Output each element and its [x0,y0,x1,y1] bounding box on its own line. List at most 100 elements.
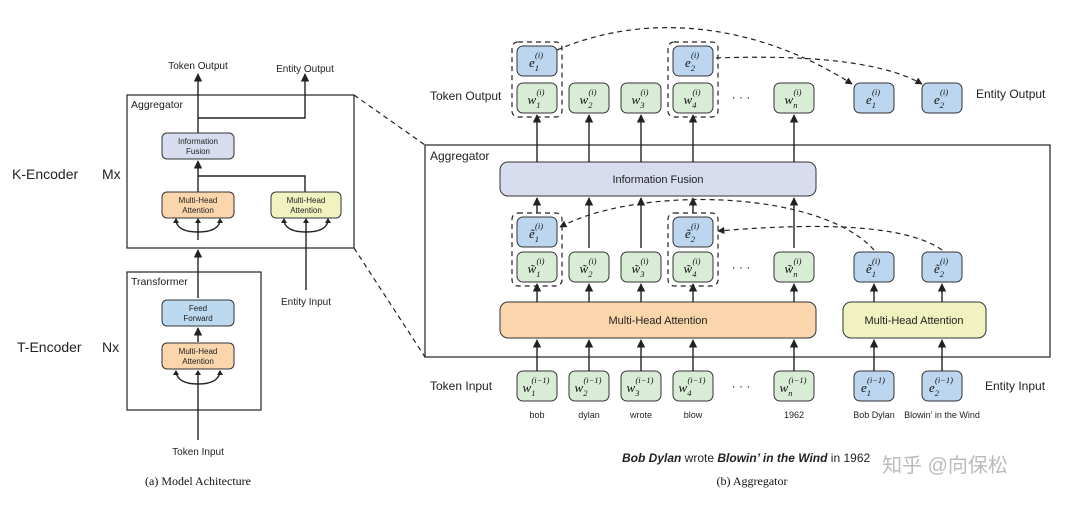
feed-forward-line1: Feed [189,304,207,313]
output-aligned-entity-node-superscript: (i) [691,50,699,60]
input-entity-node: e1(i−1) [853,370,895,402]
mid-entity-node: ẽ2(i) [921,251,963,283]
output-token-node: w2(i) [568,82,610,114]
input-entity-node-subscript: 2 [935,388,940,398]
entity-mha-label: Multi-Head Attention [864,315,963,327]
mid-ellipsis: · · · [732,260,751,274]
input-token-node-superscript: (i−1) [788,375,806,385]
output-entity-node-symbol: e [934,92,940,107]
input-token-node-symbol: w [575,380,584,395]
right-entity-output-label: Entity Output [976,87,1046,101]
mid-token-node: w̃2(i) [568,251,610,283]
sentence-text-2: in 1962 [827,451,870,465]
left-token-mha-line1: Multi-Head [179,196,218,205]
caption-a: (a) Model Achitecture [145,474,251,488]
left-token-output-label: Token Output [168,61,228,72]
mid-token-node-label: w̃n(i) [785,256,802,279]
k-encoder-repeat-label: Mx [102,166,121,182]
input-token-node: wn(i−1) [773,370,815,402]
right-token-input-label: Token Input [430,379,493,393]
output-token-node-superscript: (i) [793,87,801,97]
right-aggregator-frame [424,144,1051,358]
input-token-node-superscript: (i−1) [687,375,705,385]
mid-token-node-symbol: w̃ [684,261,693,276]
example-sentence: Bob Dylan wrote Blowin’ in the Wind in 1… [622,451,870,465]
fanin-tip [217,370,223,375]
mid-aligned-entity-node: ẽ2(i) [672,216,714,248]
mid-aligned-entity-node-subscript: 2 [691,234,696,244]
mid-token-node-box [672,251,714,283]
zoom-line-bottom [353,247,426,358]
mid-token-node-subscript: 1 [536,269,540,279]
mid-token-node-symbol: w̃ [528,261,537,276]
output-token-node-label: wn(i) [785,87,802,110]
mid-token-node-box [773,251,815,283]
output-aligned-entity-node-symbol: e [685,55,691,70]
entity-2-align-link [717,225,943,251]
transformer-frame [126,271,262,411]
output-token-node-symbol: w [684,92,693,107]
mid-token-node: w̃3(i) [620,251,662,283]
output-entity-node-superscript: (i) [872,87,880,97]
mid-token-node-subscript: 4 [692,269,697,279]
output-token-node-label: w1(i) [528,87,545,110]
output-aligned-entity-node-superscript: (i) [535,50,543,60]
output-entity-node: e2(i) [921,82,963,114]
output-token-node-label: w4(i) [684,87,701,110]
t-encoder-label: T-Encoder [17,339,82,355]
input-entity-word: Bob Dylan [853,410,895,420]
input-token-node-label: w2(i−1) [575,375,602,398]
information-fusion-label: Information Fusion [612,174,703,186]
left-aggregator-label: Aggregator [131,99,183,111]
mid-entity-node-box [853,251,895,283]
mid-entity-node-label: ẽ2(i) [934,256,948,279]
fanin-tip [217,218,223,223]
left-token-mha-fanin [175,220,221,240]
mid-aligned-entity-node-symbol: ẽ [529,226,536,241]
transformer-mha-fanin [175,371,221,440]
input-token-node-subscript: 3 [634,388,639,398]
input-token-node-label: wn(i−1) [780,375,807,398]
mid-aligned-entity-node-superscript: (i) [535,221,543,231]
output-aligned-entity-node-subscript: 1 [535,63,539,73]
input-entity-node-label: e1(i−1) [861,375,885,398]
right-token-output-label: Token Output [430,89,502,103]
mid-entity-node-superscript: (i) [940,256,948,266]
entity-1-align-link [559,198,875,251]
entity-mha-box [842,301,987,339]
fanin-tip [195,370,201,375]
output-token-node-box [672,82,714,114]
mid-entity-node-box [921,251,963,283]
left-information-fusion-box [161,132,235,160]
output-token-node: w4(i) [672,82,714,114]
watermark: 知乎 @向保松 [882,454,1008,477]
input-token-node-subscript: 2 [583,388,588,398]
left-token-input-label: Token Input [172,447,224,458]
output-token-node-symbol: w [632,92,641,107]
left-entity-mha-to-fusion-line [198,175,306,192]
mid-token-node-superscript: (i) [536,256,544,266]
output-entity-node-subscript: 1 [872,100,876,110]
input-entity-node-subscript: 1 [867,388,871,398]
fanin-tip [325,218,331,223]
input-entity-node-label: e2(i−1) [929,375,953,398]
mid-token-node-superscript: (i) [588,256,596,266]
input-token-node-subscript: 4 [687,388,692,398]
left-information-fusion-line1: Information [178,137,218,146]
mid-token-node-superscript: (i) [640,256,648,266]
input-token-node-superscript: (i−1) [531,375,549,385]
input-entity-node: e2(i−1) [921,370,963,402]
output-token-node-box [620,82,662,114]
right-entity-input-label: Entity Input [985,379,1046,393]
fanin-tip [173,218,179,223]
mid-entity-node: ẽ1(i) [853,251,895,283]
mid-token-node-symbol: w̃ [632,261,641,276]
fanin-tip [281,218,287,223]
mid-token-node-symbol: w̃ [580,261,589,276]
input-token-node-symbol: w [679,380,688,395]
entity-1-output-link [556,27,853,85]
output-token-node-subscript: 3 [639,100,644,110]
output-entity-node: e1(i) [853,82,895,114]
output-token-node-box [568,82,610,114]
